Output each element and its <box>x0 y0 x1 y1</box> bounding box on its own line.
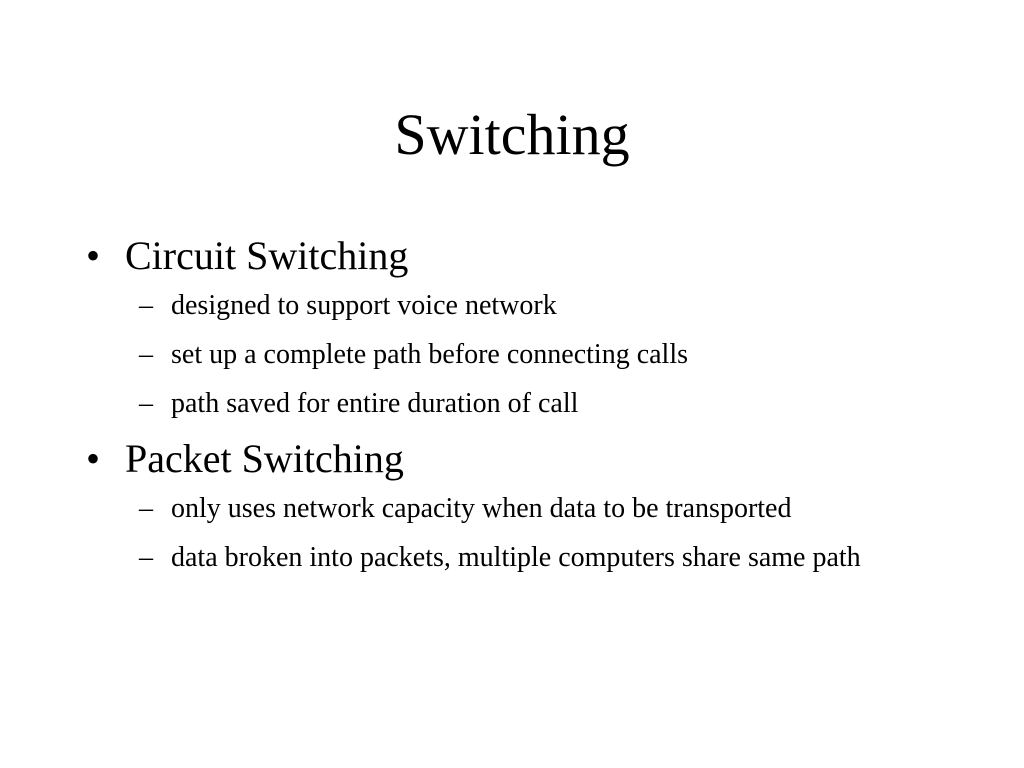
sub-bullet-text: path saved for entire duration of call <box>171 388 579 419</box>
sub-bullet-marker: – <box>139 339 153 370</box>
sub-bullet-item: – designed to support voice network <box>86 286 871 326</box>
sub-bullet-text: designed to support voice network <box>171 290 557 321</box>
sub-bullet-item: – path saved for entire duration of call <box>86 384 871 424</box>
bullet-item-circuit-switching: • Circuit Switching – designed to suppor… <box>86 230 966 424</box>
sub-bullet-item: – set up a complete path before connecti… <box>86 335 871 375</box>
sub-bullet-marker: – <box>139 542 153 573</box>
bullet-list: • Circuit Switching – designed to suppor… <box>86 230 966 587</box>
sub-bullet-text: data broken into packets, multiple compu… <box>171 542 861 573</box>
bullet-row: • Packet Switching <box>86 433 966 485</box>
bullet-marker: • <box>86 436 101 481</box>
bullet-item-packet-switching: • Packet Switching – only uses network c… <box>86 433 966 578</box>
sub-bullet-item: – data broken into packets, multiple com… <box>86 538 871 578</box>
sub-bullet-marker: – <box>139 493 153 524</box>
sub-bullet-item: – only uses network capacity when data t… <box>86 489 966 529</box>
sub-bullet-text: set up a complete path before connecting… <box>171 339 689 370</box>
bullet-row: • Circuit Switching <box>86 230 966 282</box>
bullet-label: Circuit Switching <box>125 233 409 278</box>
sub-bullet-marker: – <box>139 388 153 419</box>
sub-bullet-text: only uses network capacity when data to … <box>171 493 792 524</box>
sub-bullet-list: – designed to support voice network – se… <box>86 286 966 424</box>
bullet-marker: • <box>86 233 101 278</box>
sub-bullet-list: – only uses network capacity when data t… <box>86 489 966 578</box>
bullet-label: Packet Switching <box>125 436 404 481</box>
slide-title: Switching <box>394 102 630 167</box>
sub-bullet-marker: – <box>139 290 153 321</box>
